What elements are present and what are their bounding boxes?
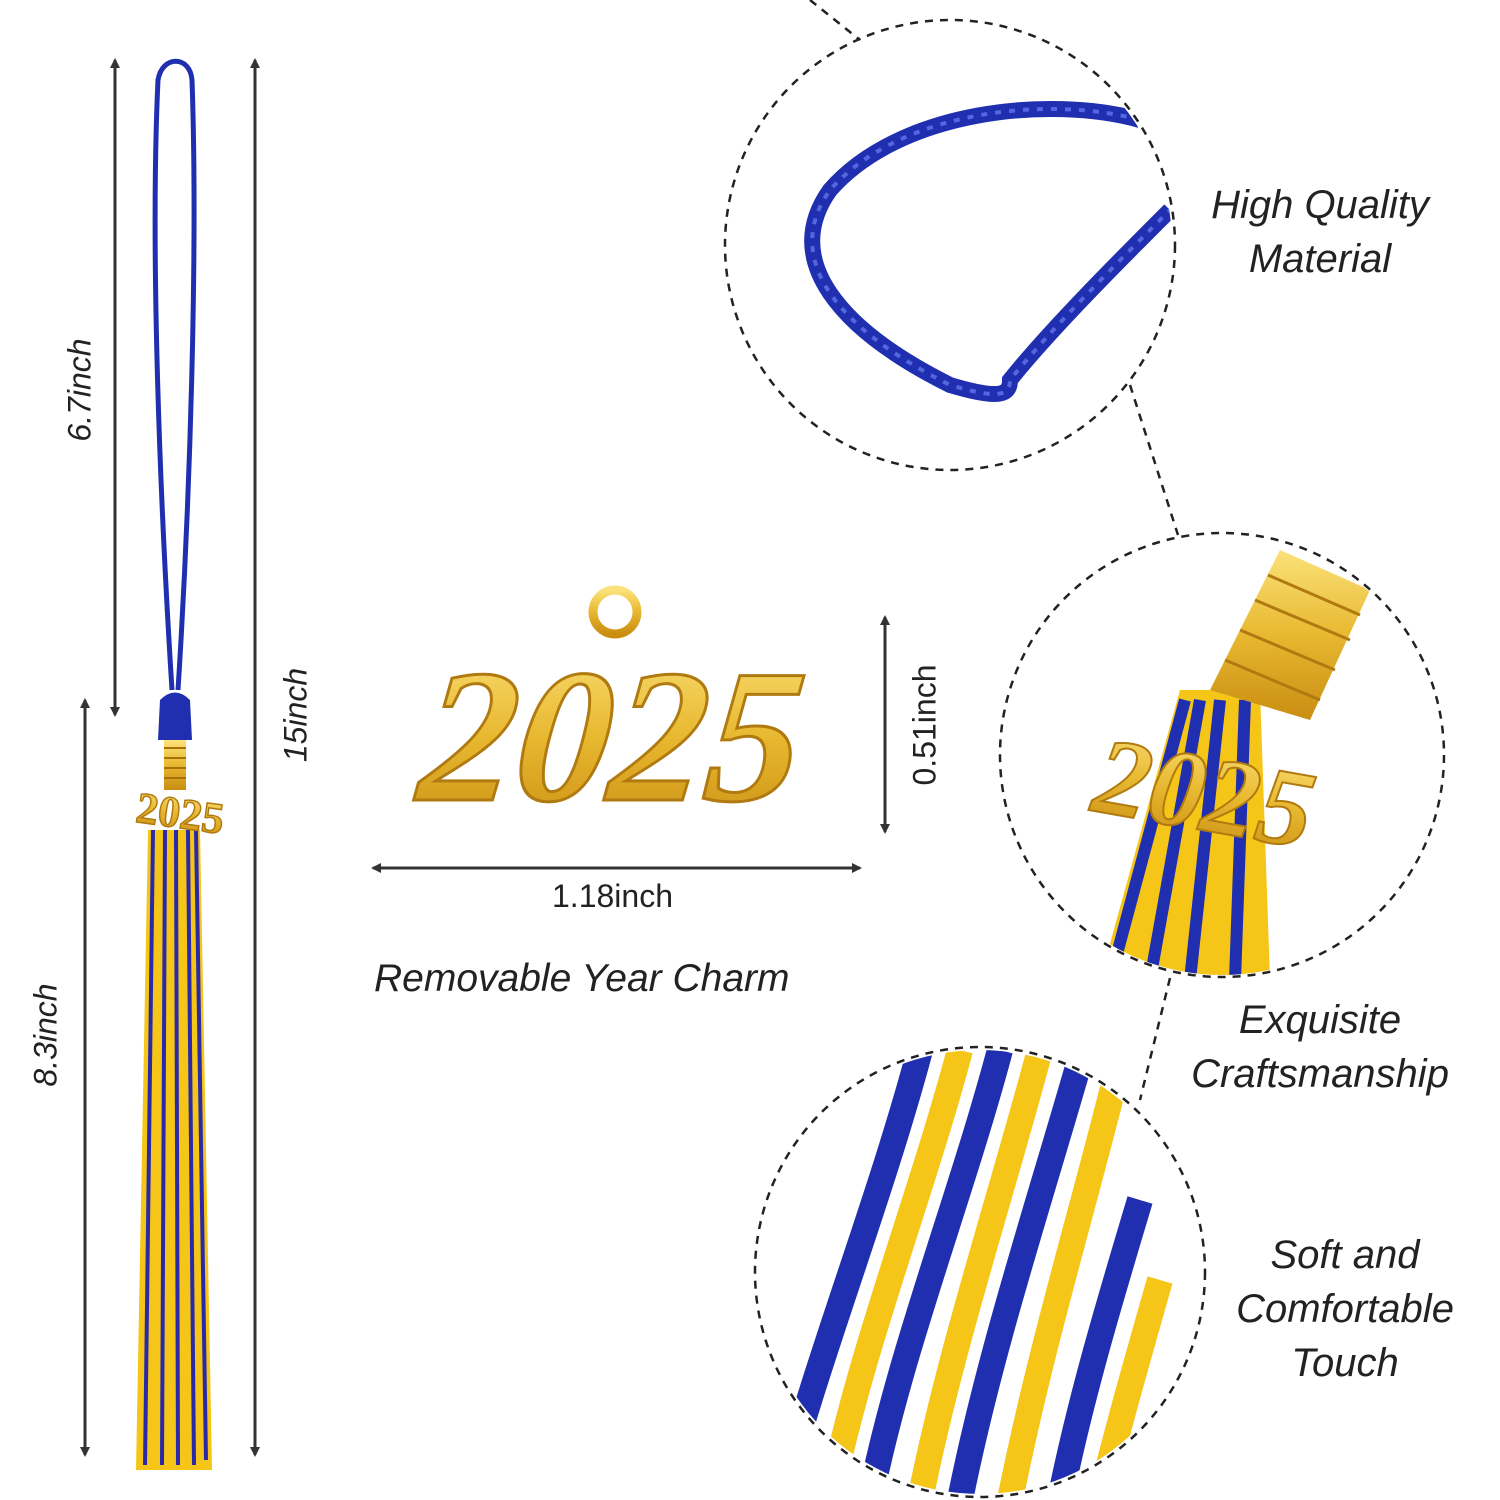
feature-line: High Quality (1211, 183, 1429, 227)
feature-line: Exquisite (1238, 998, 1402, 1042)
feature-line: Material (1248, 237, 1392, 281)
tassel: 2025 (132, 58, 228, 1470)
charm-width-label: 1.18inch (552, 878, 673, 914)
svg-text:2025: 2025 (1084, 713, 1324, 872)
detail-circle-charm (998, 531, 1446, 979)
cord-length-label: 6.7inch (61, 338, 98, 442)
feature-line: Touch (1291, 1341, 1399, 1385)
year-charm: 2025 (407, 585, 815, 843)
feature-material: High Quality Material (1175, 178, 1465, 286)
total-length-label: 15inch (277, 667, 314, 763)
charm-height-label: 0.51inch (906, 664, 943, 786)
feature-craftsmanship: Exquisite Craftsmanship (1160, 993, 1480, 1101)
feature-line: Soft and (1270, 1233, 1420, 1277)
tassel-cord (152, 58, 197, 691)
dimension-arrows (80, 58, 890, 1457)
detail-circle-cord (723, 18, 1177, 472)
tassel-fringe (136, 829, 212, 1470)
detail-circle-fringe (753, 1045, 1207, 1499)
feature-comfort: Soft and Comfortable Touch (1205, 1228, 1485, 1390)
svg-text:2025: 2025 (409, 631, 814, 841)
feature-line: Comfortable (1236, 1287, 1454, 1331)
fringe-length-label: 8.3inch (27, 983, 64, 1087)
feature-line: Craftsmanship (1191, 1052, 1449, 1096)
charm-caption: Removable Year Charm (374, 957, 790, 1000)
tassel-head (158, 692, 192, 740)
tassel-charm: 2025 (133, 783, 227, 844)
